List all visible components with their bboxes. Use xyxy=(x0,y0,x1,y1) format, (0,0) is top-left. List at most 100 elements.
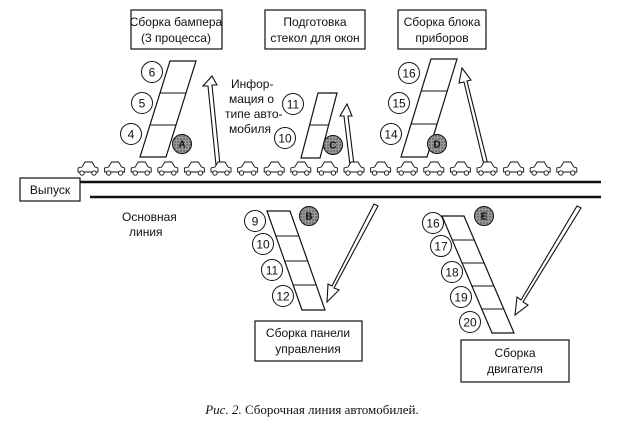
glass-arrow-up xyxy=(339,102,355,166)
svg-text:C: C xyxy=(329,141,336,152)
instrument-arrow-up xyxy=(458,66,489,166)
svg-text:12: 12 xyxy=(276,290,290,304)
svg-text:15: 15 xyxy=(392,97,406,111)
control-panel-box: Сборка панели управления xyxy=(254,320,363,362)
car-icon xyxy=(503,161,525,176)
svg-text:11: 11 xyxy=(266,264,279,278)
car-icon xyxy=(183,161,205,176)
step-circle: 9 xyxy=(244,210,266,232)
bumper-box-line1: Сборка бампера xyxy=(130,15,223,29)
step-circle: 19 xyxy=(450,286,472,308)
svg-text:14: 14 xyxy=(384,128,398,142)
step-circle: 17 xyxy=(430,235,452,257)
station-e: 16 17 18 19 20 E xyxy=(422,205,582,334)
car-icon xyxy=(130,161,152,176)
main-line-label: Основная линия xyxy=(122,210,177,239)
engine-box-line2: двигателя xyxy=(487,362,543,376)
caption-text: Сборочная линия автомобилей. xyxy=(242,402,419,417)
caption-prefix: Рис. 2. xyxy=(204,402,241,417)
info-line4: мобиля xyxy=(229,122,271,136)
step-circle: 10 xyxy=(274,127,296,149)
step-circle: 11 xyxy=(282,93,304,115)
svg-text:10: 10 xyxy=(278,132,292,146)
step-circle: 14 xyxy=(380,123,402,145)
car-icon xyxy=(449,161,471,176)
info-line2: мация о xyxy=(229,92,274,106)
glass-box-line1: Подготовка xyxy=(283,15,346,29)
svg-text:17: 17 xyxy=(434,240,448,254)
car-icon xyxy=(263,161,285,176)
svg-text:D: D xyxy=(433,140,440,151)
instrument-box-line2: приборов xyxy=(415,31,468,45)
svg-text:6: 6 xyxy=(149,66,156,80)
station-letter-badge: E xyxy=(474,206,494,226)
info-line1: Инфор- xyxy=(231,77,273,91)
vehicle-type-info-label: Инфор- мация о типе авто- мобиля xyxy=(225,77,283,136)
step-circle: 18 xyxy=(441,261,463,283)
svg-text:4: 4 xyxy=(128,128,135,142)
car-icon xyxy=(104,161,126,176)
station-letter-badge: A xyxy=(172,134,192,154)
svg-text:19: 19 xyxy=(454,291,468,305)
main-line xyxy=(26,180,601,199)
svg-text:линия: линия xyxy=(129,225,163,239)
glass-box-line2: стекол для окон xyxy=(270,31,359,45)
panel-box-line1: Сборка панели xyxy=(266,326,350,340)
station-letter-badge: C xyxy=(323,135,343,155)
step-circle: 20 xyxy=(459,311,481,333)
bumper-box-line2: (3 процесса) xyxy=(141,31,211,45)
step-circle: 10 xyxy=(252,233,274,255)
car-icon xyxy=(370,161,392,176)
engine-assembly-box: Сборка двигателя xyxy=(460,339,570,383)
step-circle: 11 xyxy=(261,259,283,281)
car-icon xyxy=(77,161,99,176)
svg-text:5: 5 xyxy=(139,97,146,111)
svg-text:10: 10 xyxy=(256,238,270,252)
info-line3: типе авто- xyxy=(225,107,283,121)
car-row xyxy=(77,161,578,176)
station-d: 16 15 14 D xyxy=(380,58,489,166)
svg-text:18: 18 xyxy=(445,266,459,280)
info-arrow-up xyxy=(201,75,221,166)
svg-text:16: 16 xyxy=(402,67,416,81)
station-a: 6 5 4 A xyxy=(120,60,221,166)
glass-prep-box: Подготовка стекол для окон xyxy=(264,9,366,50)
step-circle: 6 xyxy=(141,61,163,83)
panel-box-line2: управления xyxy=(275,342,340,356)
svg-text:A: A xyxy=(178,140,185,151)
exit-label: Выпуск xyxy=(30,183,71,197)
instrument-box-line1: Сборка блока xyxy=(404,15,481,29)
car-icon xyxy=(556,161,578,176)
car-icon xyxy=(157,161,179,176)
svg-text:11: 11 xyxy=(287,98,300,112)
step-circle: 16 xyxy=(398,62,420,84)
step-circle: 16 xyxy=(422,212,444,234)
station-letter-badge: B xyxy=(299,206,319,226)
exit-box: Выпуск xyxy=(19,177,81,202)
engine-arrow-down xyxy=(514,205,582,317)
step-circle: 12 xyxy=(272,285,294,307)
svg-text:20: 20 xyxy=(463,316,477,330)
car-icon xyxy=(529,161,551,176)
svg-text:E: E xyxy=(481,212,488,223)
station-letter-badge: D xyxy=(427,134,447,154)
panel-arrow-down xyxy=(326,203,379,304)
step-circle: 4 xyxy=(120,123,142,145)
car-icon xyxy=(476,161,498,176)
step-circle: 5 xyxy=(131,92,153,114)
step-circle: 15 xyxy=(388,92,410,114)
car-icon xyxy=(423,161,445,176)
car-icon xyxy=(290,161,312,176)
figure-caption: Рис. 2. Сборочная линия автомобилей. xyxy=(204,402,419,417)
engine-box-line1: Сборка xyxy=(494,346,535,360)
instrument-block-box: Сборка блока приборов xyxy=(397,9,487,50)
svg-text:B: B xyxy=(305,212,312,223)
svg-text:16: 16 xyxy=(426,217,440,231)
station-b: 9 10 11 12 B xyxy=(244,203,379,311)
svg-text:9: 9 xyxy=(252,215,259,229)
car-icon xyxy=(210,161,232,176)
car-icon xyxy=(343,161,365,176)
car-icon xyxy=(316,161,338,176)
car-icon xyxy=(396,161,418,176)
